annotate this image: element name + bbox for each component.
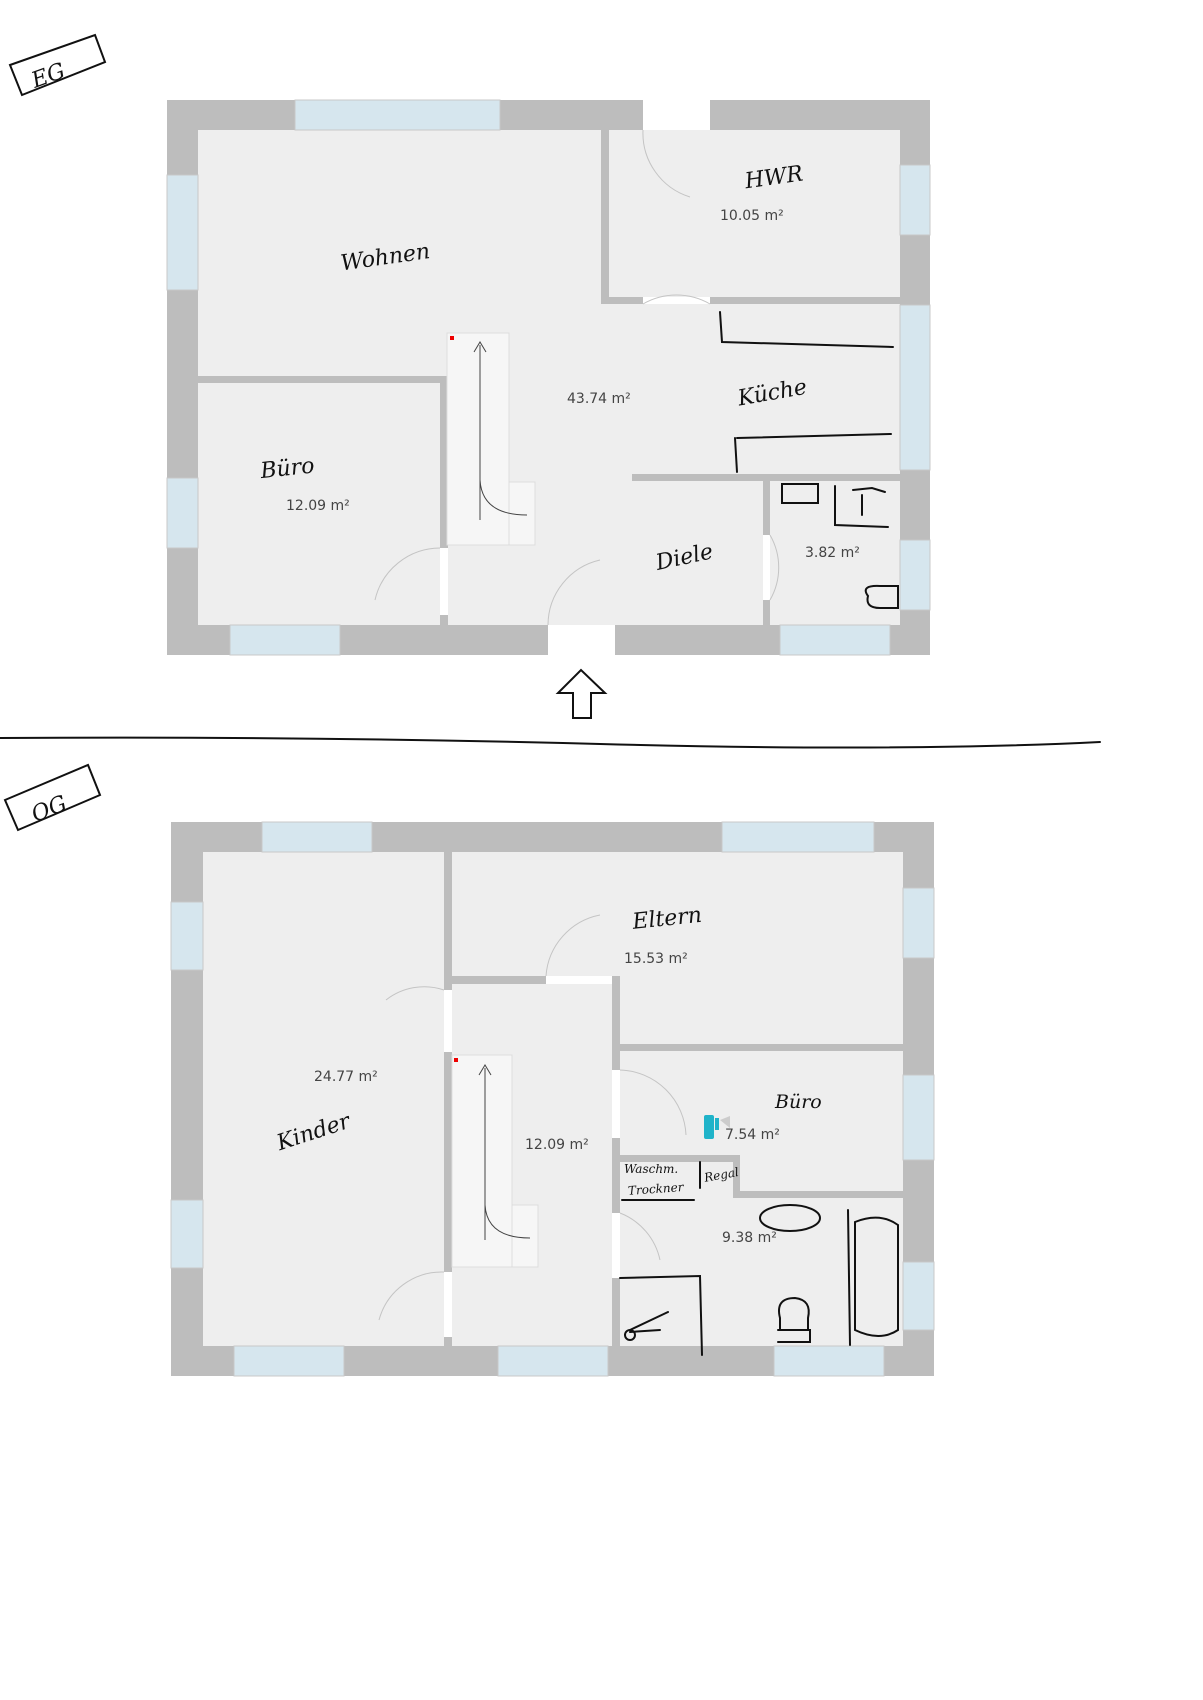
note-trockner: Trockner — [628, 1180, 686, 1198]
wall — [601, 297, 900, 304]
window — [773, 1345, 885, 1377]
bathtub-sketch — [847, 1209, 899, 1346]
wall — [198, 376, 448, 383]
room-label-buero-og: Büro — [774, 1091, 822, 1113]
door-opening — [643, 297, 710, 304]
area-flur: 12.09 m² — [525, 1137, 589, 1153]
window — [721, 821, 875, 853]
og-label-badge: OG — [3, 763, 102, 832]
toilet-sketch — [864, 584, 899, 609]
door-opening — [546, 976, 613, 984]
door-opening — [612, 1213, 620, 1278]
og-floor — [203, 852, 903, 1346]
window — [233, 1345, 345, 1377]
device-icon — [704, 1115, 730, 1139]
area-buero-og: 7.54 m² — [725, 1127, 780, 1143]
eg-label: EG — [27, 59, 68, 94]
note-regal: Regal — [702, 1165, 740, 1185]
wall — [440, 376, 448, 625]
area-hwr: 10.05 m² — [720, 208, 784, 224]
og-floor-plan: OG — [3, 763, 935, 1377]
wall — [612, 1044, 903, 1051]
entrance-arrow-icon — [555, 668, 608, 719]
window — [166, 477, 199, 549]
area-kinder: 24.77 m² — [314, 1069, 378, 1085]
window — [294, 99, 501, 131]
area-buero: 12.09 m² — [286, 498, 350, 514]
window — [779, 624, 891, 656]
window — [902, 887, 935, 959]
door-opening — [440, 548, 448, 615]
note-waschmaschine: Waschm. — [624, 1162, 678, 1176]
wall — [601, 130, 609, 304]
wall — [444, 976, 620, 984]
eg-staircase — [446, 332, 536, 546]
eg-floor-plan: EG — [8, 33, 931, 719]
window — [166, 174, 199, 291]
og-staircase — [451, 1054, 539, 1268]
door-opening — [444, 990, 452, 1052]
window — [902, 1074, 935, 1161]
door-opening — [763, 535, 770, 600]
area-wohnen: 43.74 m² — [567, 391, 631, 407]
wall — [444, 852, 452, 1346]
sink-sketch — [759, 1204, 821, 1232]
area-wc: 3.82 m² — [805, 545, 860, 561]
kitchen-counter-sketch — [719, 311, 894, 473]
area-bad: 9.38 m² — [722, 1230, 777, 1246]
entrance-door — [548, 625, 615, 655]
door-opening — [444, 1272, 452, 1337]
door-opening — [612, 1070, 620, 1138]
window — [261, 821, 373, 853]
shower-sink-sketch — [781, 483, 889, 528]
wall — [612, 1155, 737, 1162]
og-label: OG — [28, 791, 70, 828]
wall — [733, 1155, 740, 1198]
door-opening — [643, 100, 710, 130]
window — [170, 901, 204, 971]
window — [170, 1199, 204, 1269]
area-eltern: 15.53 m² — [624, 951, 688, 967]
toilet-sketch — [777, 1296, 811, 1343]
window — [899, 164, 931, 236]
wall — [733, 1191, 903, 1198]
window — [899, 539, 931, 611]
window — [899, 304, 931, 471]
room-label-buero: Büro — [258, 454, 315, 485]
window — [229, 624, 341, 656]
laundry-sketch — [619, 1161, 703, 1356]
window — [497, 1345, 609, 1377]
eg-label-badge: EG — [8, 33, 107, 97]
floor-separator — [0, 736, 1101, 749]
window — [902, 1261, 935, 1331]
